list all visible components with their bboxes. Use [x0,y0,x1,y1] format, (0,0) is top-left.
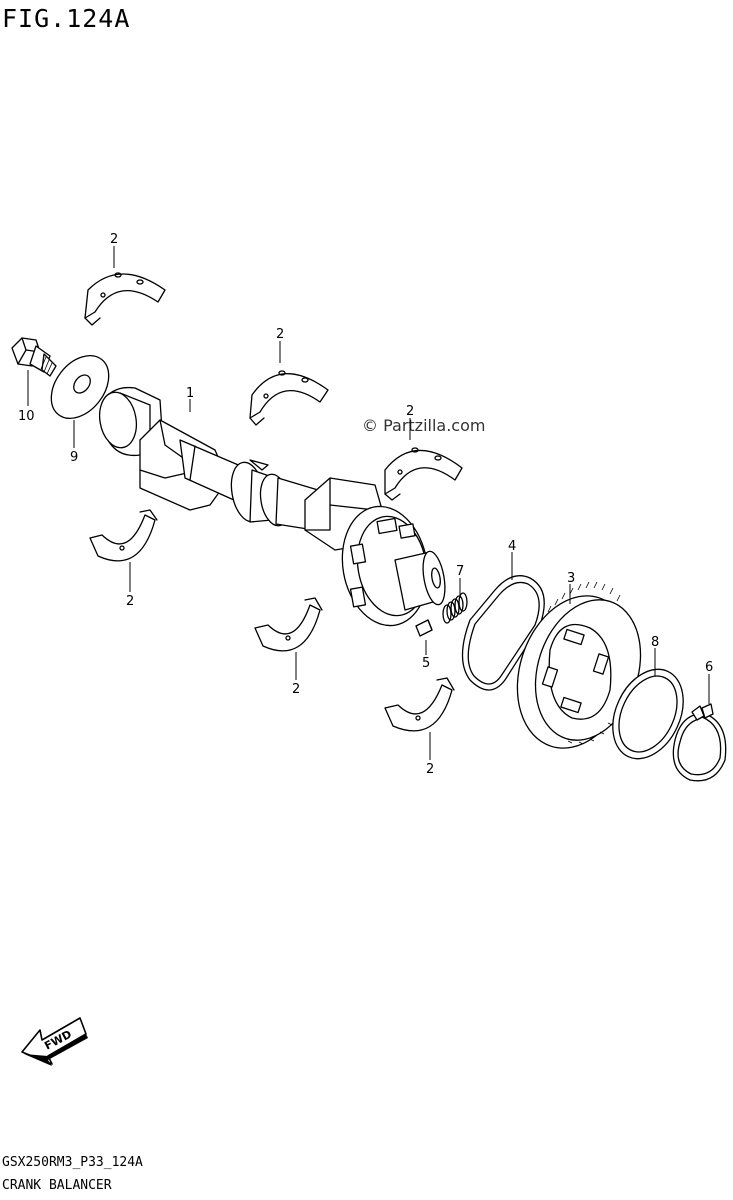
bolt[interactable] [11,337,57,377]
callout-10: 10 [18,409,35,424]
callout-9: 9 [70,450,78,465]
spring[interactable] [442,592,468,624]
o-ring[interactable] [461,575,545,691]
bearing-shell-lower-3[interactable] [384,677,455,732]
diagram-code: GSX250RM3_P33_124A [2,1155,143,1170]
figure-title: FIG.124A [2,4,131,33]
callout-3: 3 [567,571,575,586]
bearing-shell-upper-3[interactable] [384,447,463,501]
callout-2: 2 [276,327,284,342]
callout-6: 6 [705,660,713,675]
callout-2: 2 [426,762,434,777]
callout-7: 7 [456,564,464,579]
balancer-gear[interactable] [499,581,658,763]
fwd-arrow-icon: FWD [21,1017,88,1066]
callout-2: 2 [126,594,134,609]
bearing-shell-lower-1[interactable] [89,509,158,562]
callout-2: 2 [110,232,118,247]
callout-8: 8 [651,635,659,650]
callout-1: 1 [186,386,194,401]
washer[interactable] [40,345,121,430]
watermark: © Partzilla.com [362,416,486,435]
pin[interactable] [415,619,433,637]
bearing-shell-upper-2[interactable] [249,370,329,426]
callout-4: 4 [508,539,516,554]
callout-2: 2 [406,404,414,419]
callout-2: 2 [292,682,300,697]
callout-5: 5 [422,656,430,671]
thrust-washer[interactable] [599,658,697,770]
bearing-shell-upper-1[interactable] [84,272,166,326]
diagram-name: CRANK BALANCER [2,1178,112,1193]
balancer-shaft[interactable] [95,386,448,633]
bearing-shell-lower-2[interactable] [254,597,323,652]
circlip[interactable] [672,703,727,782]
